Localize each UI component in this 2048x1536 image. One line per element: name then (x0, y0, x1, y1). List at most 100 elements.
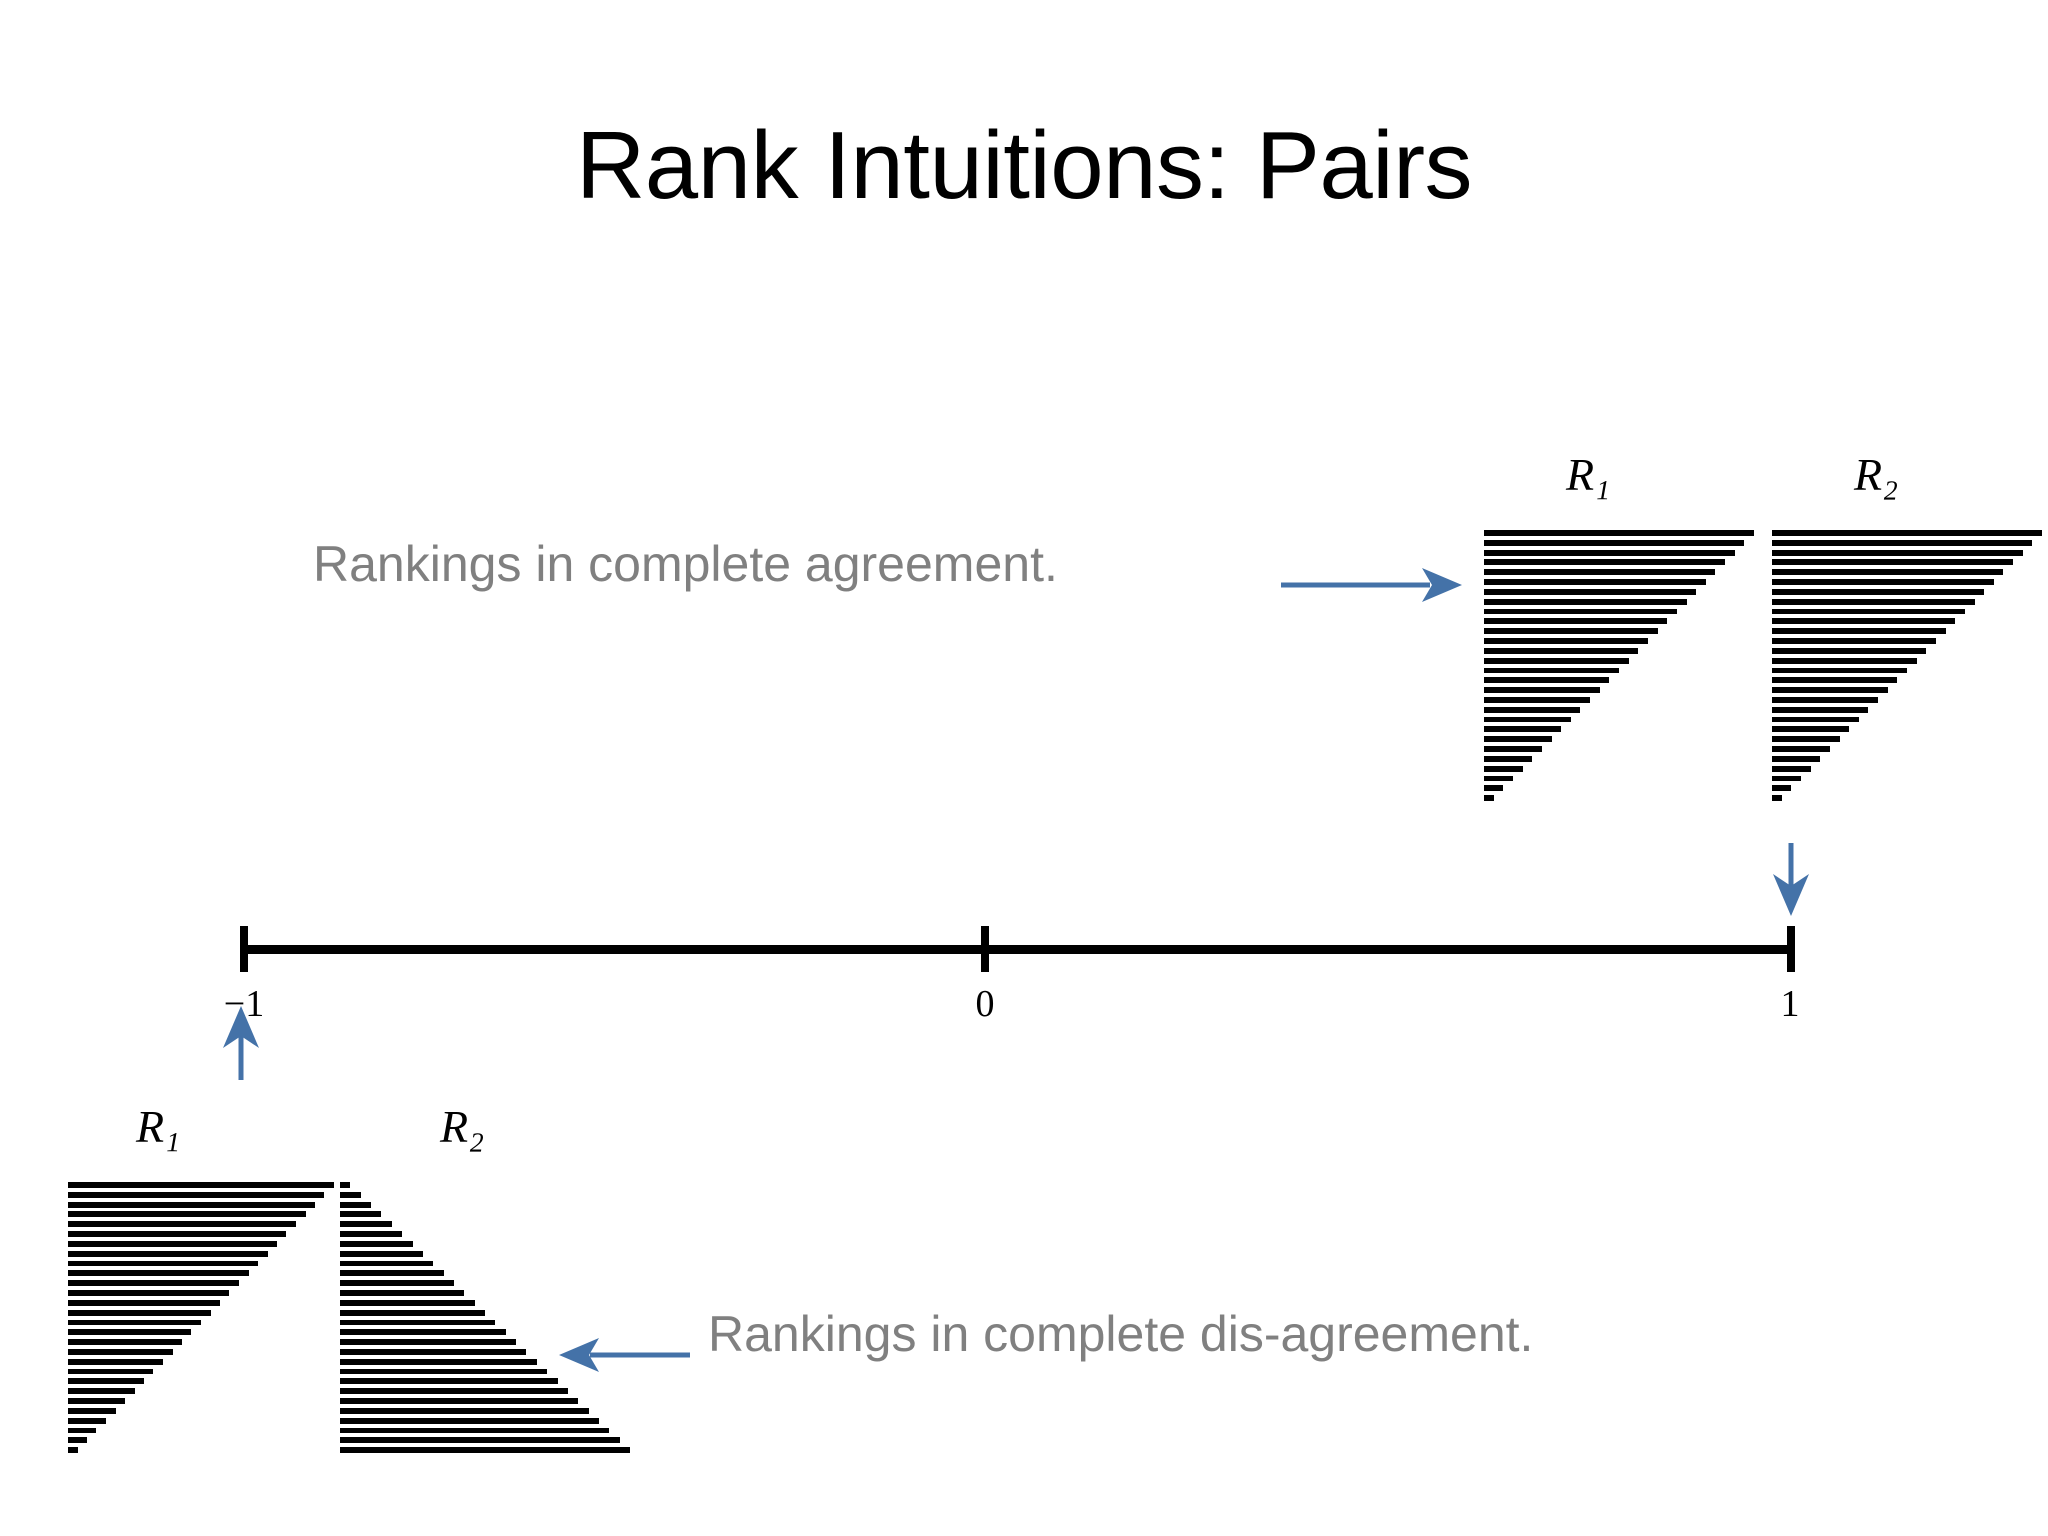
rank-bar (340, 1211, 382, 1218)
rank-bar (1772, 618, 1956, 625)
rank-bar (1772, 775, 1801, 782)
rank-bar (68, 1398, 125, 1404)
annotation-agreement-label: Rankings in complete agreement. (313, 536, 1058, 592)
rank-bar (68, 1211, 306, 1218)
rank-bar (1484, 687, 1600, 694)
rank-bar (340, 1221, 392, 1228)
rank-bar (1484, 608, 1677, 615)
rank-bar (1772, 579, 1994, 585)
rank-bar (68, 1280, 240, 1287)
rank-bar (1772, 716, 1859, 723)
rank-bar (1772, 726, 1850, 733)
rank-bar (1772, 549, 2023, 556)
axis-label-minus-one: −1 (223, 983, 265, 1025)
rank-bar (1484, 579, 1706, 585)
rank-bar (68, 1417, 107, 1424)
rank-bar (1484, 667, 1619, 674)
rank-bar (68, 1368, 154, 1375)
rank-bar (1484, 638, 1648, 644)
rank-bar (340, 1319, 496, 1326)
rank-bar (1484, 647, 1639, 654)
rank-bar (1484, 736, 1552, 743)
rank-bar (340, 1201, 372, 1208)
rank-bar (340, 1280, 454, 1287)
rank-bar (68, 1231, 287, 1237)
rank-bar (1772, 559, 2014, 566)
rank-bar (1484, 746, 1542, 752)
rank-bar (68, 1358, 163, 1365)
rank-bar (340, 1299, 475, 1306)
rank-bar (1484, 559, 1726, 566)
rank-bar (68, 1319, 201, 1326)
rank-bar (68, 1339, 183, 1346)
rank-bar (1772, 539, 2033, 546)
rank-bar (1772, 657, 1917, 664)
rank-bar (340, 1191, 361, 1198)
rank-bar (68, 1250, 268, 1257)
rank-bar (1772, 638, 1936, 644)
rank-bar (68, 1329, 192, 1336)
rank-bar (68, 1407, 116, 1414)
rank-bar (68, 1427, 97, 1434)
arrow-right-icon (1281, 568, 1462, 602)
rank-bar (340, 1417, 599, 1424)
rank-bar (68, 1201, 316, 1208)
rank-bar (1484, 677, 1610, 684)
rank-bar (1772, 667, 1907, 674)
rank-bar (1772, 687, 1888, 694)
ranking-label-top-r1: R₁ (1566, 449, 1611, 500)
rank-bar (340, 1290, 465, 1296)
rank-bar (340, 1309, 485, 1316)
rank-bar (1772, 765, 1811, 772)
rank-bar (1484, 618, 1668, 625)
axis-tick-one (1787, 926, 1795, 972)
rank-bar (340, 1388, 568, 1395)
rank-bar (1484, 657, 1629, 664)
rank-bar (340, 1378, 558, 1385)
rank-bar (340, 1182, 351, 1188)
rank-bar (68, 1240, 278, 1247)
rank-bar (68, 1290, 230, 1296)
rank-bar (68, 1378, 145, 1385)
rank-bar (1772, 736, 1840, 743)
ranking-bars-bottom-r1 (68, 1182, 334, 1457)
rank-bar (1484, 530, 1754, 536)
rank-bar (1484, 628, 1658, 635)
ranking-bars-bottom-r2 (340, 1182, 630, 1457)
rank-bar (1772, 785, 1792, 792)
rank-bar (1772, 755, 1821, 762)
rank-bar (1484, 696, 1591, 703)
rank-bar (1772, 696, 1879, 703)
rank-bar (68, 1299, 220, 1306)
rank-bar (1772, 569, 2004, 576)
rank-bar (68, 1388, 135, 1395)
rank-bar (68, 1447, 78, 1454)
marker-arrow-down-icon (1773, 843, 1809, 916)
rank-bar (1484, 539, 1745, 546)
rank-bar (1484, 716, 1571, 723)
ranking-label-bottom-r2: R₂ (440, 1101, 485, 1152)
rank-bar (1484, 755, 1533, 762)
rank-bar (340, 1447, 630, 1454)
rank-bar (1484, 598, 1687, 605)
rank-bar (340, 1348, 527, 1355)
rank-bar (1772, 677, 1898, 684)
rank-bar (340, 1368, 548, 1375)
rank-bar (1772, 598, 1975, 605)
ranking-bars-top-r2 (1772, 530, 2042, 805)
page-title: Rank Intuitions: Pairs (575, 112, 1473, 219)
rank-bar (1484, 569, 1716, 576)
annotation-disagreement-label: Rankings in complete dis-agreement. (708, 1306, 1534, 1362)
rank-bar (1772, 608, 1965, 615)
rank-bar (1484, 726, 1562, 733)
axis-line (240, 945, 1795, 954)
rank-bar (340, 1437, 620, 1444)
rank-bar (68, 1437, 87, 1444)
rank-bar (340, 1250, 423, 1257)
axis-tick-zero (981, 926, 989, 972)
rank-bar (1772, 628, 1946, 635)
rank-bar (1772, 530, 2042, 536)
rank-bar (1484, 765, 1523, 772)
rank-bar (1484, 795, 1494, 802)
rank-bar (1772, 795, 1782, 802)
